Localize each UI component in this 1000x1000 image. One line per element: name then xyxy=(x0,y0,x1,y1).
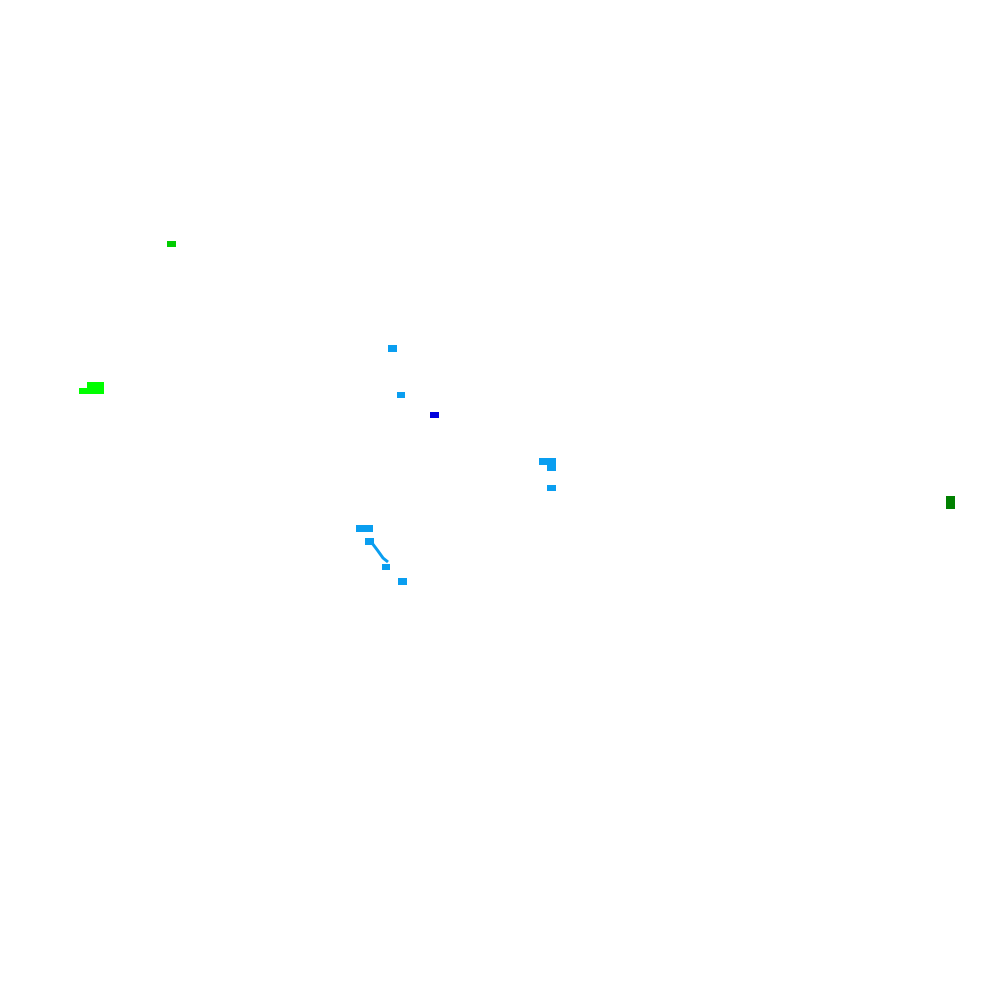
blue-patch xyxy=(398,578,407,585)
lime-patch xyxy=(87,382,104,394)
dark-blue-patch xyxy=(430,412,439,418)
green-patch xyxy=(167,241,176,247)
blue-patch xyxy=(547,485,556,491)
blue-patch xyxy=(397,392,405,398)
blue-patch xyxy=(365,538,374,545)
blue-line xyxy=(370,542,389,564)
blue-patch xyxy=(388,345,397,352)
dark-green-patch xyxy=(946,496,955,509)
blue-patch xyxy=(356,525,373,532)
blue-patch xyxy=(539,458,556,465)
lime-patch xyxy=(79,388,88,394)
blue-patch xyxy=(382,564,390,570)
blue-patch xyxy=(547,463,556,471)
